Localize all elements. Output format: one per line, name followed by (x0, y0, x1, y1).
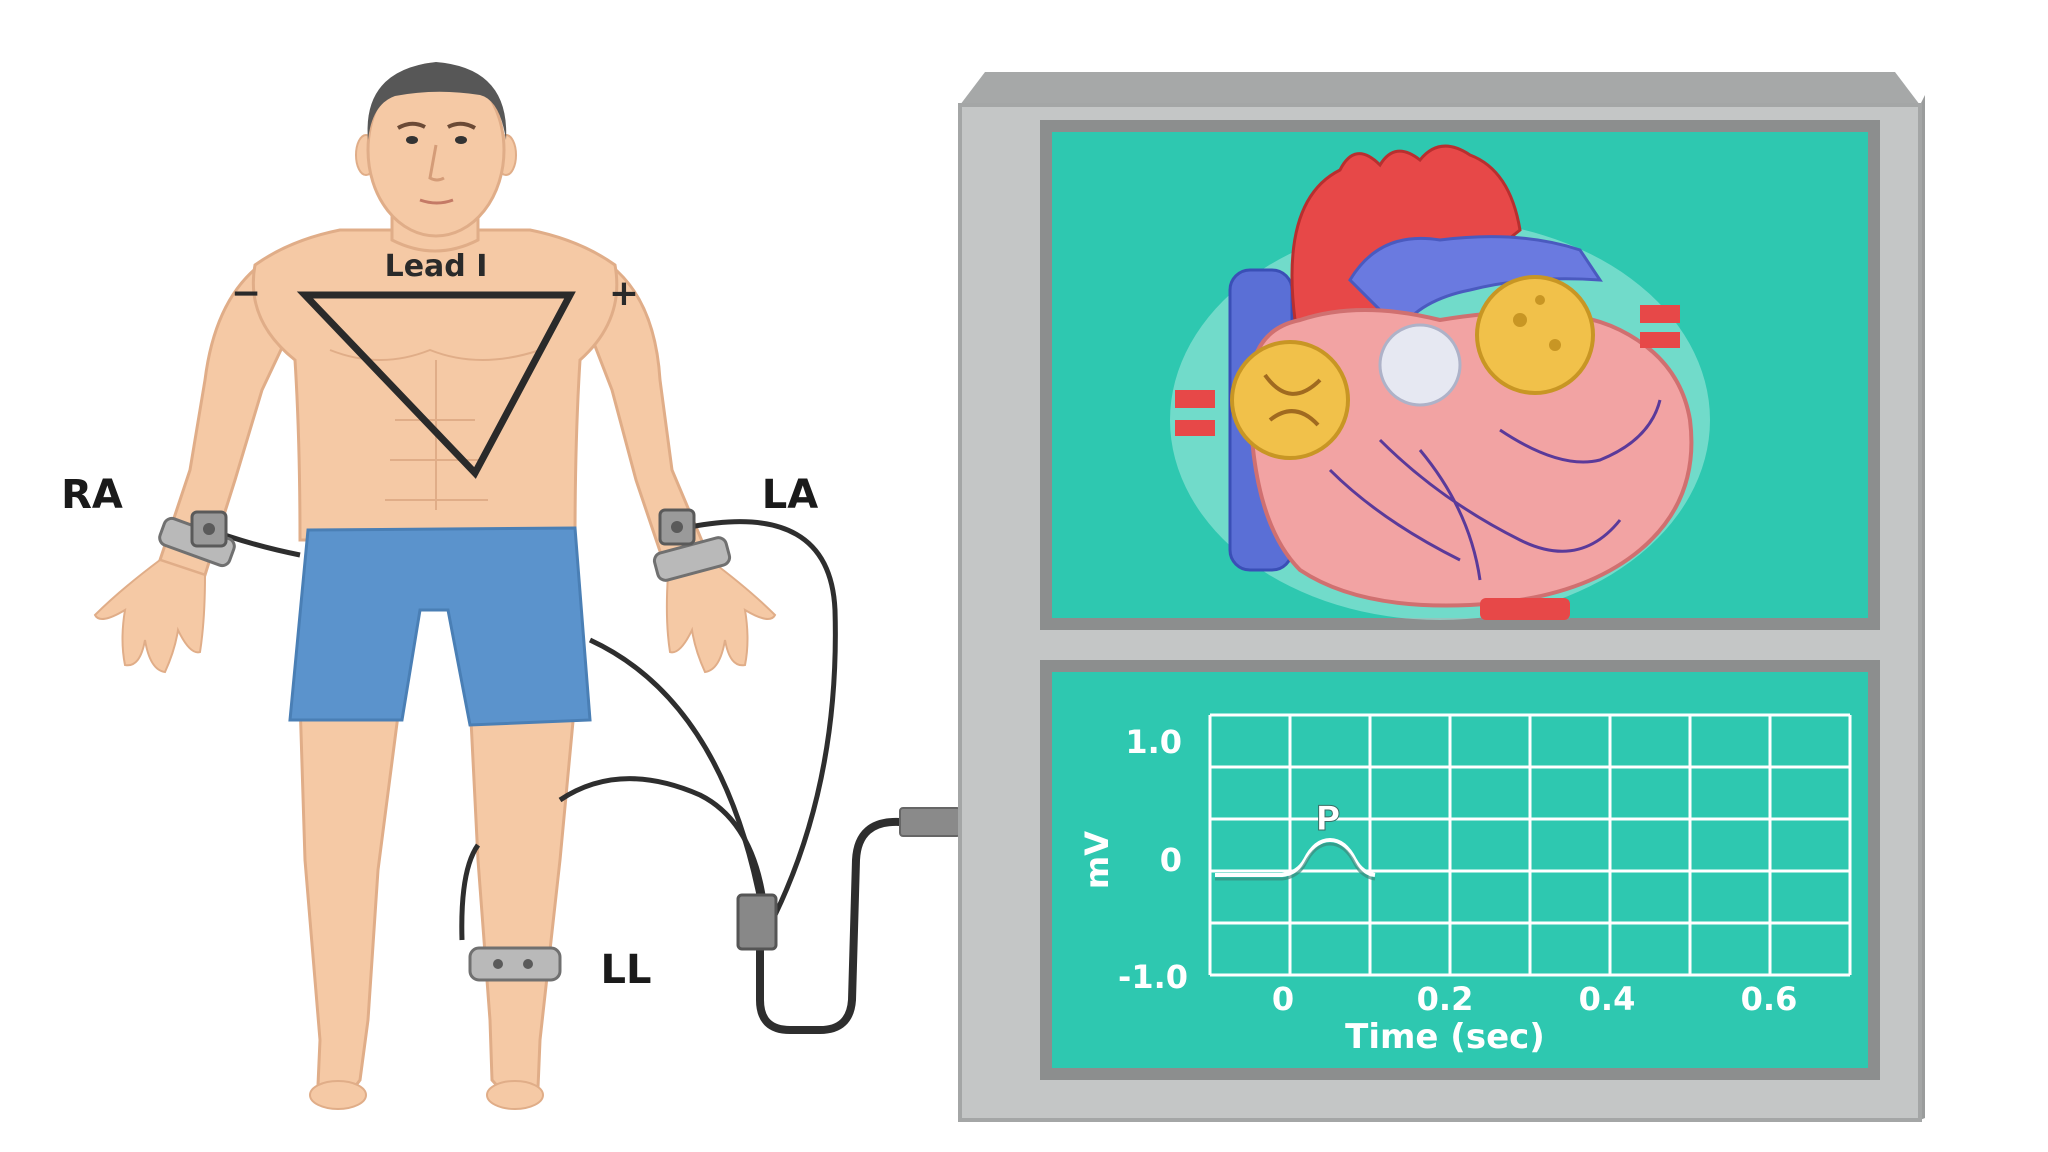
right-hand (93, 558, 207, 674)
ll-cable (558, 776, 766, 896)
nose (428, 144, 445, 182)
hair (367, 62, 507, 140)
pulmonary-artery (1348, 235, 1603, 333)
left-foot (486, 1080, 544, 1110)
ecg-grid (1208, 713, 1852, 977)
main-cable (756, 817, 901, 1034)
x-axis-label: Time (sec) (1345, 1017, 1545, 1057)
x-tick: 0.4 (1579, 980, 1636, 1018)
ecg-trace-shadow (1215, 842, 1376, 881)
p-wave-label: P (1316, 799, 1341, 839)
label-ra: RA (61, 472, 123, 518)
electrode-la (652, 508, 732, 582)
right-eyebrow (397, 121, 426, 130)
negative-sign: − (231, 273, 261, 314)
ecg-trace (1215, 837, 1376, 877)
left-hand (665, 558, 777, 674)
tricuspid-valve (1230, 340, 1350, 460)
ra-cable-lower (588, 637, 763, 901)
cable-plug (899, 807, 961, 837)
y-tick-top: 1.0 (1125, 723, 1182, 761)
mitral-valve (1475, 275, 1595, 395)
heart-illustration (1170, 144, 1710, 620)
shorts (288, 526, 592, 727)
y-tick-bottom: -1.0 (1118, 958, 1188, 996)
x-tick: 0.6 (1741, 980, 1798, 1018)
electrode-ll (468, 946, 562, 982)
conduction-fibers (1328, 399, 1662, 581)
left-arm (583, 262, 712, 577)
electrode-cables (204, 519, 901, 1034)
left-leg (468, 698, 577, 1102)
lead-title: Lead I (385, 249, 488, 284)
y-tick-mid: 0 (1160, 841, 1182, 879)
electrode-ra (158, 510, 236, 568)
y-axis-label: mV (1078, 831, 1116, 889)
label-ll: LL (601, 947, 652, 993)
ll-cable-down (459, 843, 481, 941)
label-la: LA (762, 472, 818, 518)
einthoven-triangle (296, 291, 576, 479)
chest-line (329, 348, 541, 361)
left-eyebrow (447, 121, 476, 130)
cable-junction (736, 893, 778, 951)
ecg-chart: 1.0 0 -1.0 mV 0 0.2 0.4 0.6 Time (sec) P (1078, 713, 1852, 1057)
monitor-top-bevel (960, 72, 1920, 105)
positive-sign: + (609, 273, 639, 314)
lead-triangle: Lead I − + (231, 249, 639, 479)
human-figure (93, 62, 777, 1110)
x-tick: 0 (1272, 980, 1294, 1018)
right-leg (298, 698, 402, 1102)
heart-body (1247, 308, 1694, 608)
left-eye (455, 136, 467, 144)
right-eye (406, 136, 418, 144)
aortic-valve (1378, 323, 1462, 407)
mouth (419, 198, 454, 205)
right-foot (309, 1080, 367, 1110)
la-cable (689, 519, 838, 917)
x-tick: 0.2 (1417, 980, 1474, 1018)
